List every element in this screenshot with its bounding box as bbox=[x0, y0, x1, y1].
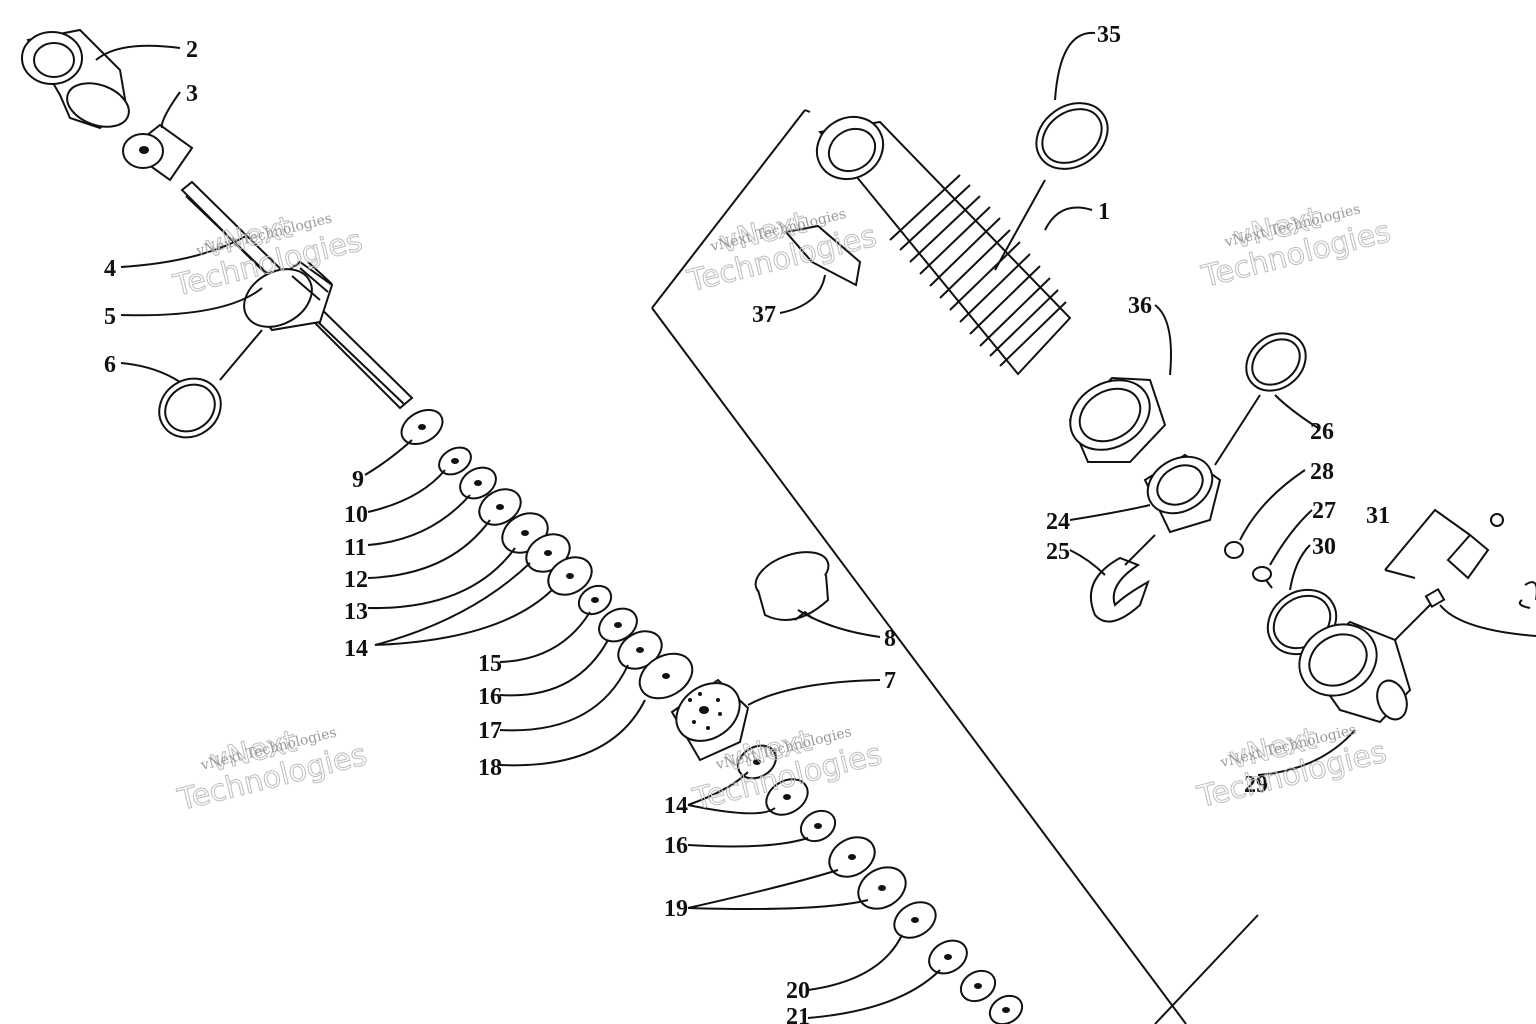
callout-27: 27 bbox=[1312, 498, 1336, 524]
part-7-piston bbox=[670, 678, 750, 762]
callout-3: 3 bbox=[186, 81, 198, 107]
part-1-shock-body bbox=[815, 115, 1072, 376]
watermark-bottom-left: vNext vNext Technologies Technologies bbox=[173, 723, 370, 818]
callout-11: 11 bbox=[344, 535, 367, 561]
callout-26: 26 bbox=[1310, 419, 1334, 445]
callout-36: 36 bbox=[1128, 293, 1152, 319]
callout-37: 37 bbox=[752, 302, 776, 328]
callout-18: 18 bbox=[478, 755, 502, 781]
callout-24: 24 bbox=[1046, 509, 1070, 535]
callout-28: 28 bbox=[1310, 459, 1334, 485]
part-37-decal bbox=[784, 224, 862, 287]
callout-13: 13 bbox=[344, 599, 368, 625]
callout-25: 25 bbox=[1046, 539, 1070, 565]
callout-labels: 2 3 4 5 6 9 10 11 12 13 14 15 16 17 18 7… bbox=[104, 22, 1390, 1024]
callout-14-lower: 14 bbox=[664, 793, 688, 819]
callout-21: 21 bbox=[786, 1004, 810, 1024]
callout-1: 1 bbox=[1098, 199, 1110, 225]
shim-stack-lower bbox=[737, 744, 1024, 1024]
part-31-valve bbox=[1384, 508, 1536, 609]
part-5-seal-head bbox=[243, 260, 334, 332]
callout-17: 17 bbox=[478, 718, 502, 744]
watermark-top-right: vNext vNext Technologies Technologies bbox=[1197, 200, 1394, 295]
part-24-spring-seat bbox=[1143, 453, 1222, 534]
callout-14-upper: 14 bbox=[344, 636, 368, 662]
callout-29: 29 bbox=[1244, 772, 1268, 798]
part-27-screw bbox=[1252, 566, 1273, 589]
callout-15: 15 bbox=[478, 651, 502, 677]
callout-6: 6 bbox=[104, 352, 116, 378]
callout-8: 8 bbox=[884, 626, 896, 652]
body-assembly bbox=[651, 102, 1536, 1024]
assembly-frame bbox=[651, 109, 806, 309]
shaft-assembly bbox=[21, 28, 1024, 1024]
watermarks: vNext vNext Technologies Technologies vN… bbox=[169, 200, 1395, 818]
callout-16-upper: 16 bbox=[478, 684, 502, 710]
callout-12: 12 bbox=[344, 567, 368, 593]
part-36-collar bbox=[1068, 376, 1167, 463]
part-28-o-ring bbox=[1224, 541, 1244, 559]
callout-30: 30 bbox=[1312, 534, 1336, 560]
callout-19: 19 bbox=[664, 896, 688, 922]
part-2-bushing bbox=[21, 28, 130, 130]
part-26-ring bbox=[1245, 332, 1307, 392]
callout-35: 35 bbox=[1097, 22, 1121, 48]
callout-20: 20 bbox=[786, 978, 810, 1004]
callout-9: 9 bbox=[352, 467, 364, 493]
part-25-clip bbox=[1090, 556, 1150, 623]
callout-10: 10 bbox=[344, 502, 368, 528]
part-3-bumper bbox=[122, 123, 194, 182]
leader-lines bbox=[95, 31, 1536, 1019]
watermark-top-center: vNext vNext Technologies Technologies bbox=[683, 205, 880, 300]
part-29-end-cap bbox=[1298, 620, 1412, 724]
callout-4: 4 bbox=[104, 256, 116, 282]
shim-stack-upper bbox=[400, 408, 694, 700]
callout-7: 7 bbox=[884, 668, 896, 694]
callout-16-lower: 16 bbox=[664, 833, 688, 859]
callout-31: 31 bbox=[1366, 503, 1390, 529]
part-8-piston-ring bbox=[754, 551, 830, 621]
callout-2: 2 bbox=[186, 37, 198, 63]
callout-5: 5 bbox=[104, 304, 116, 330]
watermark-bottom-right: vNext vNext Technologies Technologies bbox=[1193, 721, 1390, 816]
part-35-ring bbox=[1035, 102, 1109, 170]
